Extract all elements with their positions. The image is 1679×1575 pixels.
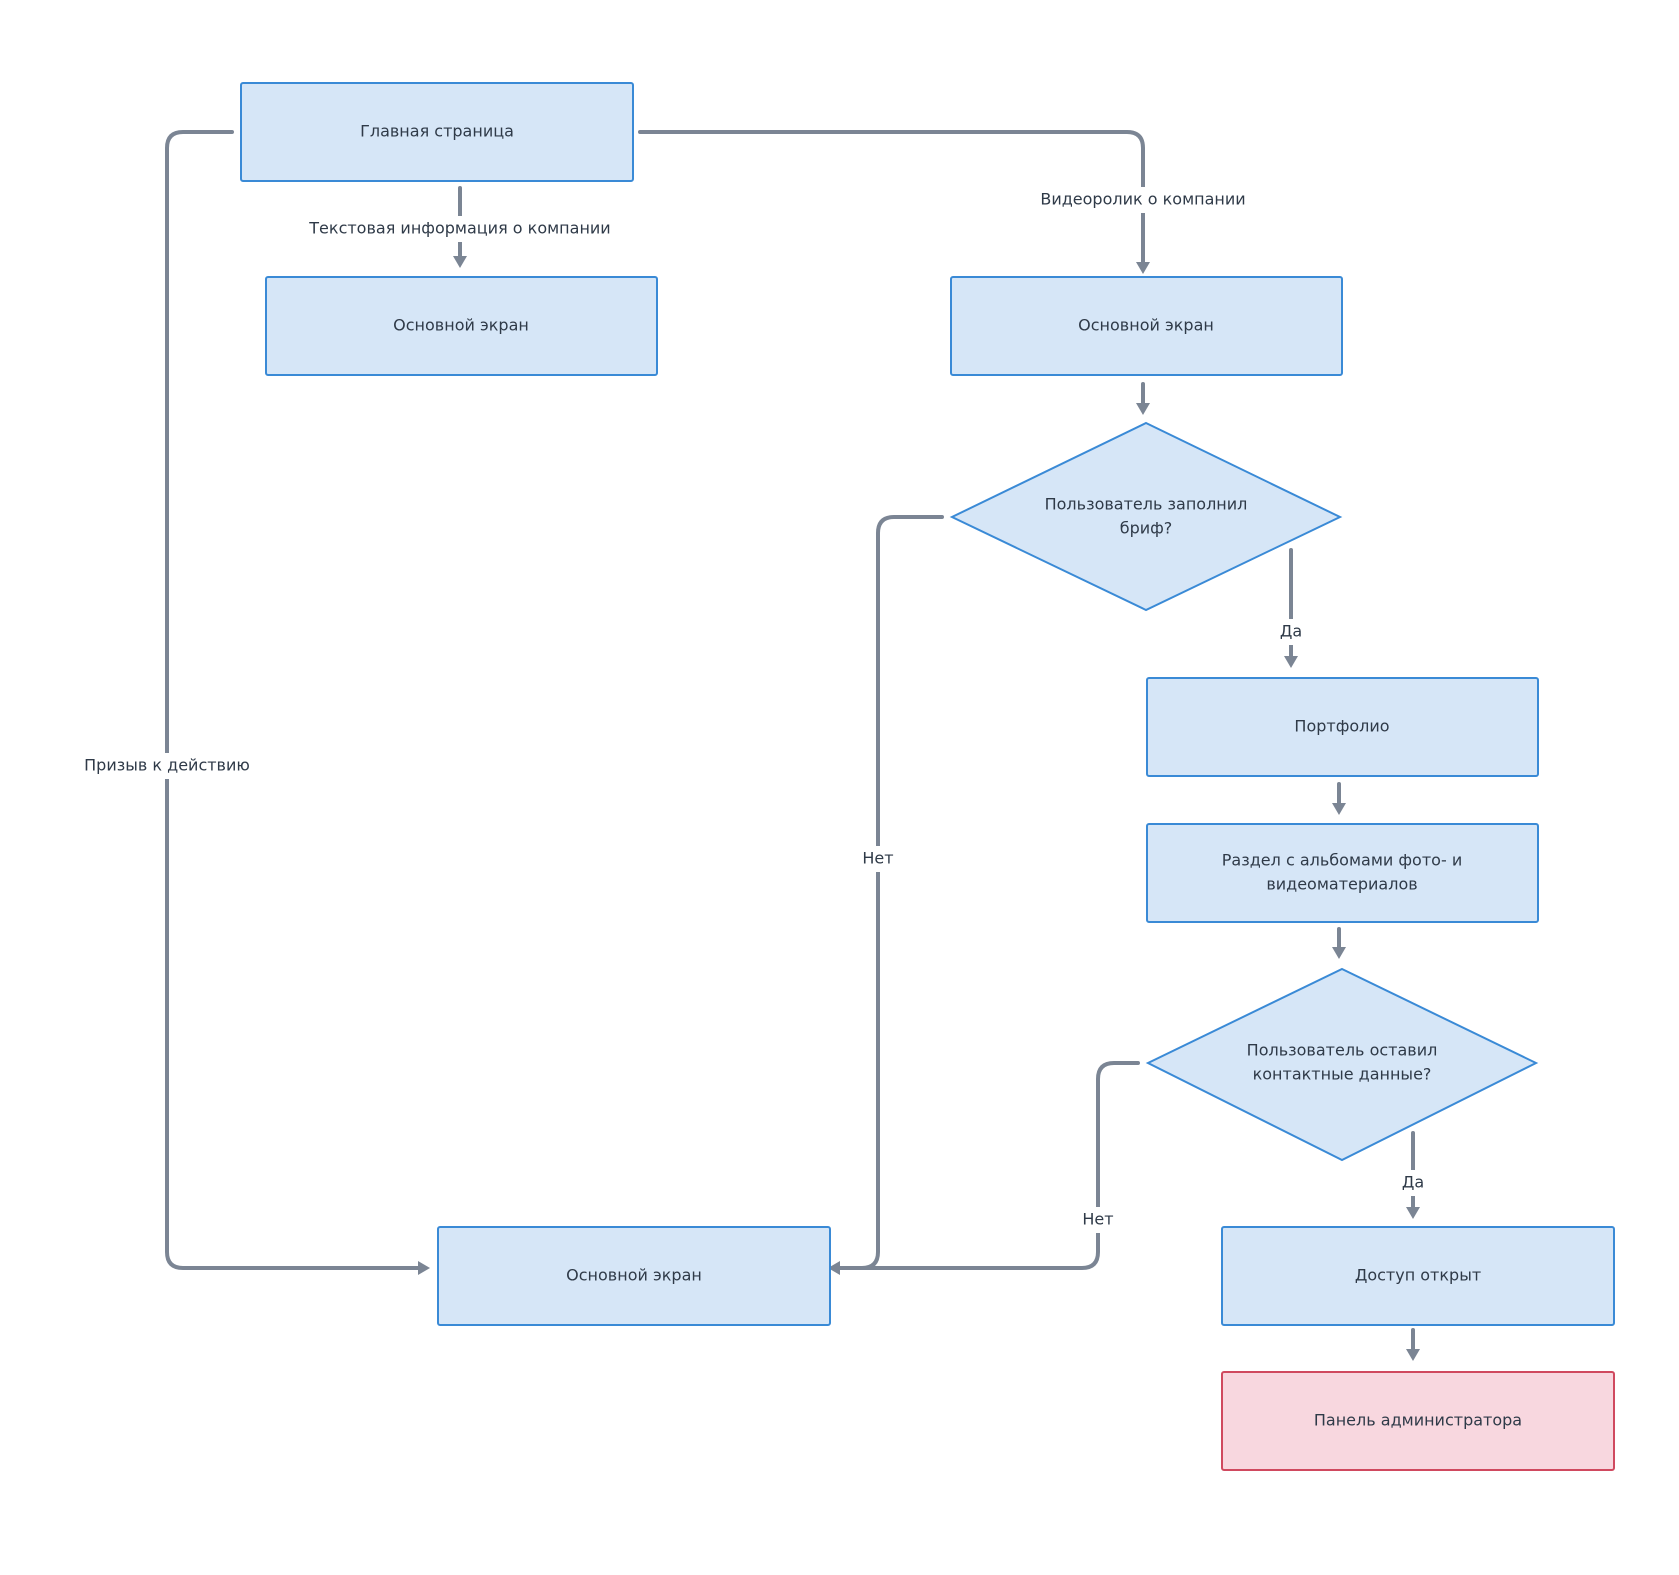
node-admin-panel[interactable]: Панель администратора bbox=[1221, 1371, 1615, 1471]
node-main-screen-left-label: Основной экран bbox=[393, 316, 529, 335]
node-contacts-decision[interactable]: Пользователь оставил контактные данные? bbox=[1145, 967, 1539, 1162]
edge-brief-yes[interactable]: Да bbox=[1274, 548, 1308, 668]
node-admin-panel-label: Панель администратора bbox=[1314, 1411, 1522, 1430]
node-albums[interactable]: Раздел с альбомами фото- и видеоматериал… bbox=[1146, 823, 1539, 923]
node-main-screen-bottom[interactable]: Основной экран bbox=[437, 1226, 831, 1326]
node-albums-line-1: Раздел с альбомами фото- и bbox=[1222, 851, 1462, 870]
edge-contacts-yes[interactable]: Да bbox=[1396, 1131, 1430, 1219]
edge-label-no-2: Нет bbox=[1082, 1210, 1113, 1229]
node-albums-line-2: видеоматериалов bbox=[1266, 875, 1417, 894]
edge-portfolio-to-albums[interactable] bbox=[1332, 782, 1346, 815]
node-portfolio-label: Портфолио bbox=[1294, 717, 1389, 736]
edge-label-video: Видеоролик о компании bbox=[1040, 190, 1245, 209]
edge-label-no-1: Нет bbox=[862, 849, 893, 868]
node-portfolio[interactable]: Портфолио bbox=[1146, 677, 1539, 777]
edges: Текстовая информация о компании Видеорол… bbox=[82, 130, 1430, 1361]
node-main-page[interactable]: Главная страница bbox=[240, 82, 634, 182]
nodes: Главная страница Основной экран Основной… bbox=[240, 82, 1615, 1471]
edge-main-to-brief[interactable] bbox=[1136, 382, 1150, 415]
node-main-screen-bottom-label: Основной экран bbox=[566, 1266, 702, 1285]
node-main-screen-right[interactable]: Основной экран bbox=[950, 276, 1343, 376]
node-access-open[interactable]: Доступ открыт bbox=[1221, 1226, 1615, 1326]
node-brief-decision-line-1: Пользователь заполнил bbox=[1045, 495, 1248, 514]
node-main-screen-left[interactable]: Основной экран bbox=[265, 276, 658, 376]
edge-brief-no[interactable]: Нет bbox=[828, 515, 944, 1275]
edge-contacts-no[interactable]: Нет bbox=[838, 1061, 1140, 1270]
edge-label-yes-2: Да bbox=[1402, 1173, 1424, 1192]
edge-call-to-action[interactable]: Призыв к действию bbox=[82, 130, 430, 1275]
node-brief-decision[interactable]: Пользователь заполнил бриф? bbox=[949, 421, 1343, 612]
edge-label-call-to-action: Призыв к действию bbox=[84, 756, 250, 775]
edge-label-text-info: Текстовая информация о компании bbox=[308, 219, 610, 238]
edge-label-yes-1: Да bbox=[1280, 622, 1302, 641]
edge-access-to-admin[interactable] bbox=[1406, 1328, 1420, 1361]
node-main-screen-right-label: Основной экран bbox=[1078, 316, 1214, 335]
node-contacts-decision-line-1: Пользователь оставил bbox=[1247, 1041, 1438, 1060]
edge-text-info[interactable]: Текстовая информация о компании bbox=[308, 186, 611, 268]
edge-albums-to-contacts[interactable] bbox=[1332, 927, 1346, 959]
node-brief-decision-line-2: бриф? bbox=[1120, 519, 1173, 538]
edge-video[interactable]: Видеоролик о компании bbox=[638, 130, 1246, 274]
node-contacts-decision-line-2: контактные данные? bbox=[1253, 1065, 1432, 1084]
node-access-open-label: Доступ открыт bbox=[1355, 1266, 1481, 1285]
node-main-page-label: Главная страница bbox=[360, 122, 514, 141]
